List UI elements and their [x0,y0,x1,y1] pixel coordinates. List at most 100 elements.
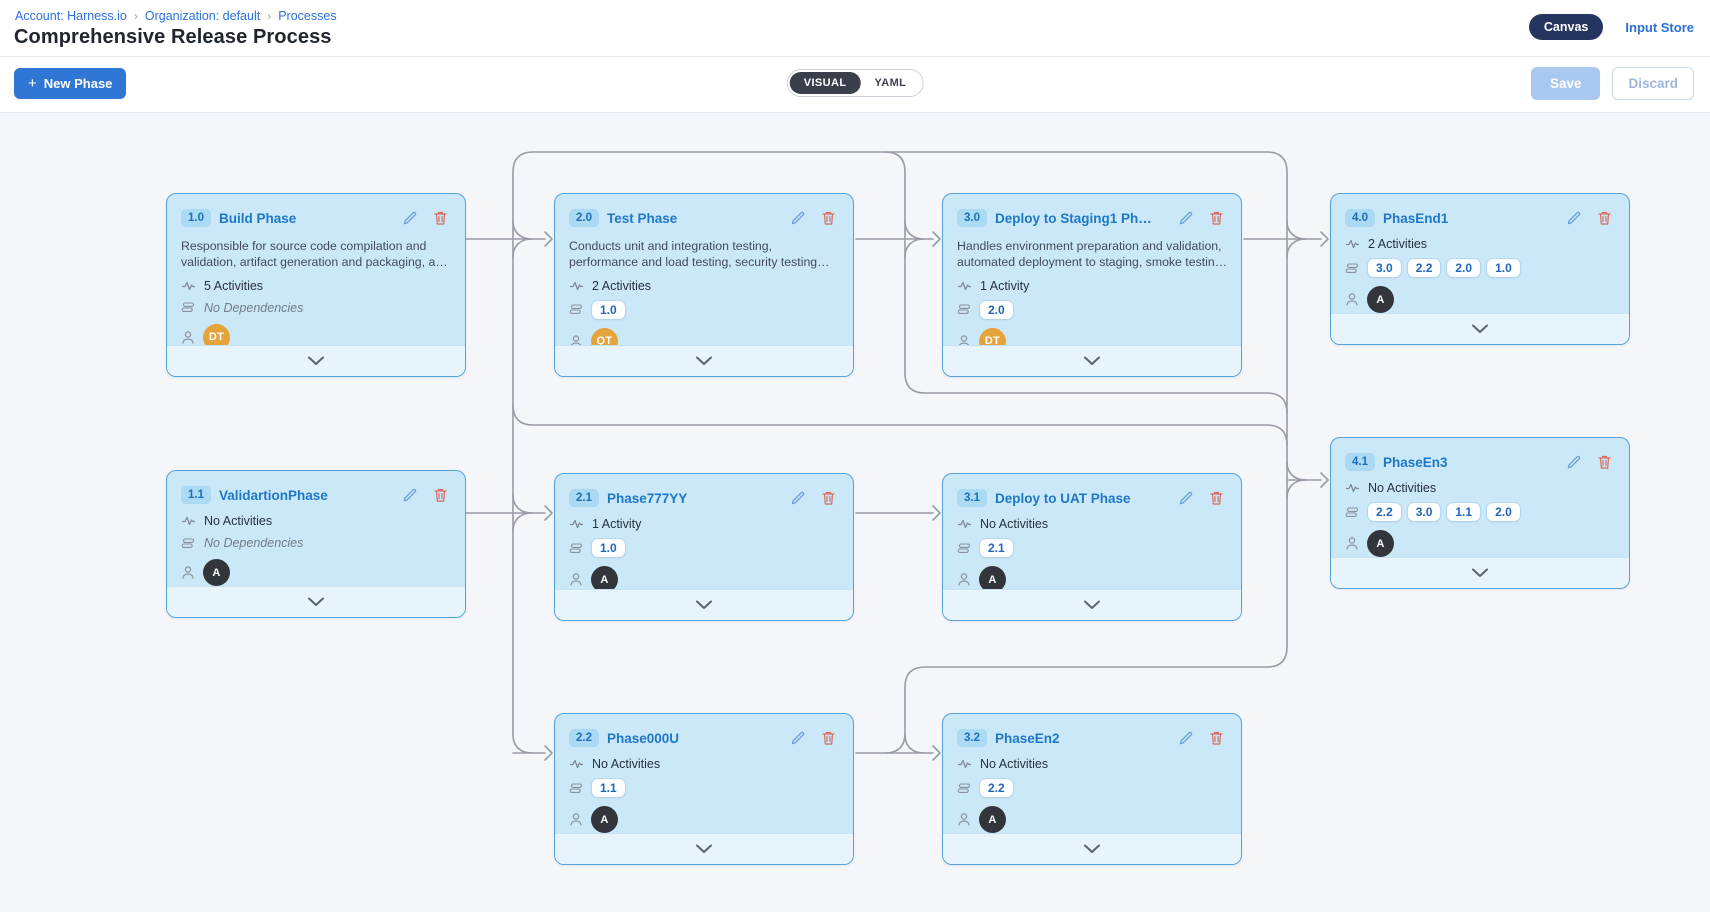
dependency-chips: 1.0 [592,300,625,319]
delete-phase-button[interactable] [817,487,839,509]
dependencies-stack-icon [957,782,972,795]
phase-title: PhaseEn2 [995,730,1060,746]
edit-phase-button[interactable] [787,487,809,509]
trash-icon [1209,211,1223,225]
chevron-down-icon [1084,844,1100,853]
avatar[interactable]: A [979,806,1006,833]
delete-phase-button[interactable] [1593,207,1615,229]
delete-phase-button[interactable] [429,207,451,229]
breadcrumb-processes[interactable]: Processes [278,9,337,23]
discard-button[interactable]: Discard [1612,67,1694,100]
avatar[interactable]: A [591,806,618,833]
phase-card[interactable]: 2.0 Test Phase Conducts unit and integra… [554,193,854,377]
process-canvas[interactable]: 1.0 Build Phase Responsible for source c… [0,113,1710,912]
trash-icon [433,211,447,225]
expand-phase-button[interactable] [555,345,853,376]
phase-dependencies-row: 1.1 [555,779,853,797]
expand-phase-button[interactable] [555,589,853,620]
delete-phase-button[interactable] [817,727,839,749]
dependency-chips: 1.1 [592,779,625,797]
delete-phase-button[interactable] [1593,451,1615,473]
phase-activities-row: 5 Activities [167,279,465,293]
phase-dependencies-row: 2.0 [943,300,1241,319]
phase-card[interactable]: 1.1 ValidartionPhase No Activities No De… [166,470,466,618]
phase-title: Build Phase [219,210,297,226]
dependency-chips: 2.0 [980,300,1013,319]
trash-icon [433,488,447,502]
person-icon [569,812,583,827]
phase-card[interactable]: 2.1 Phase777YY 1 Activity 1.0 [554,473,854,621]
pencil-icon [403,488,417,502]
dependency-chip: 2.0 [980,300,1013,319]
dependencies-stack-icon [569,542,584,555]
expand-phase-button[interactable] [1331,557,1629,588]
phase-activities-count: No Activities [1368,481,1437,495]
chevron-down-icon [1084,356,1100,365]
edit-phase-button[interactable] [1175,207,1197,229]
edit-phase-button[interactable] [787,727,809,749]
expand-phase-button[interactable] [943,589,1241,620]
phase-activities-row: No Activities [1331,481,1629,495]
breadcrumb-organization[interactable]: Organization: default [144,9,261,23]
phase-card[interactable]: 2.2 Phase000U No Activities 1.1 [554,713,854,865]
person-icon [1345,292,1359,307]
canvas-toggle-button[interactable]: Canvas [1528,14,1604,40]
edit-phase-button[interactable] [1563,207,1585,229]
breadcrumb-account[interactable]: Account: Harness.io [15,9,127,23]
new-phase-button[interactable]: + New Phase [14,68,127,99]
phase-card[interactable]: 3.2 PhaseEn2 No Activities 2.2 [942,713,1242,865]
expand-phase-button[interactable] [943,833,1241,864]
expand-phase-button[interactable] [1331,313,1629,344]
avatar[interactable]: A [1367,530,1394,557]
delete-phase-button[interactable] [1205,727,1227,749]
activity-pulse-icon [1345,482,1360,494]
delete-phase-button[interactable] [817,207,839,229]
edit-phase-button[interactable] [1175,487,1197,509]
expand-phase-button[interactable] [943,345,1241,376]
phase-number-badge: 3.2 [957,729,987,747]
delete-phase-button[interactable] [429,484,451,506]
expand-phase-button[interactable] [555,833,853,864]
phase-number-badge: 2.2 [569,729,599,747]
avatar[interactable]: A [1367,286,1394,313]
dependencies-stack-icon [181,301,196,314]
delete-phase-button[interactable] [1205,207,1227,229]
phase-activities-row: No Activities [167,514,465,528]
chevron-down-icon [696,600,712,609]
pencil-icon [1567,211,1581,225]
expand-phase-button[interactable] [167,586,465,617]
breadcrumb-separator: › [133,9,138,23]
phase-owner-row: A [167,559,465,586]
tab-yaml[interactable]: YAML [874,77,907,89]
edit-phase-button[interactable] [787,207,809,229]
edit-phase-button[interactable] [1563,451,1585,473]
person-icon [181,330,195,345]
pencil-icon [1179,211,1193,225]
phase-card[interactable]: 1.0 Build Phase Responsible for source c… [166,193,466,377]
phase-number-badge: 2.1 [569,489,599,507]
save-button[interactable]: Save [1530,67,1601,100]
expand-phase-button[interactable] [167,345,465,376]
avatar[interactable]: A [203,559,230,586]
phase-dependencies-row: 2.2 [943,779,1241,797]
delete-phase-button[interactable] [1205,487,1227,509]
chevron-down-icon [1472,568,1488,577]
phase-card[interactable]: 3.0 Deploy to Staging1 Phase Handles env… [942,193,1242,377]
input-store-link[interactable]: Input Store [1625,19,1694,35]
edit-phase-button[interactable] [399,207,421,229]
phase-dependencies-row: 2.1 [943,539,1241,557]
phase-card[interactable]: 3.1 Deploy to UAT Phase No Activities 2.… [942,473,1242,621]
activity-pulse-icon [181,515,196,527]
edit-phase-button[interactable] [1175,727,1197,749]
dependencies-stack-icon [569,303,584,316]
phase-title: PhasEnd1 [1383,210,1449,226]
tab-visual[interactable]: VISUAL [789,72,861,94]
activity-pulse-icon [957,758,972,770]
phase-title: Test Phase [607,210,678,226]
edit-phase-button[interactable] [399,484,421,506]
dependencies-stack-icon [957,303,972,316]
phase-number-badge: 3.0 [957,209,987,227]
